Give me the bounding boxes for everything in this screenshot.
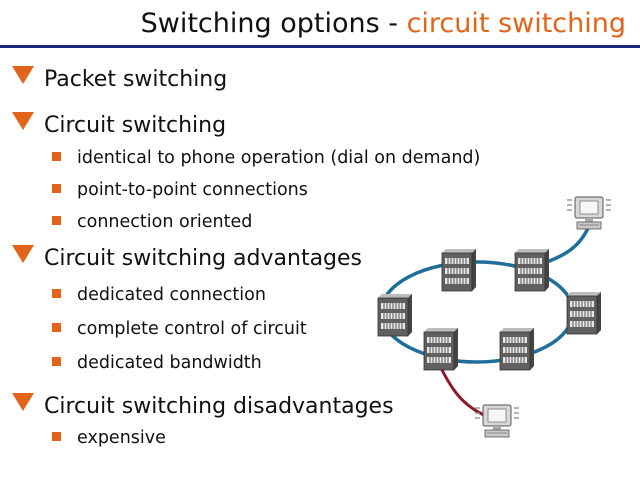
title-divider (0, 45, 640, 48)
triangle-bullet-icon (12, 66, 34, 84)
square-bullet-icon (52, 323, 61, 332)
square-bullet-icon (52, 184, 61, 193)
switch-icon (441, 248, 477, 292)
sub-bullet: connection oriented (52, 212, 252, 232)
switch-icon (377, 293, 413, 337)
triangle-bullet-icon (12, 393, 34, 411)
sub-bullet: point-to-point connections (52, 180, 308, 200)
sub-bullet: complete control of circuit (52, 319, 307, 339)
switch-icon (423, 327, 459, 371)
sub-bullet: dedicated connection (52, 285, 266, 305)
bullet-heading-advantages: Circuit switching advantages (12, 245, 362, 271)
square-bullet-icon (52, 152, 61, 161)
sub-bullet: expensive (52, 428, 166, 448)
sub-bullet: identical to phone operation (dial on de… (52, 148, 480, 168)
computer-icon (566, 196, 612, 230)
bullet-heading-packet-switching: Packet switching (12, 66, 227, 92)
bullet-heading-circuit-switching: Circuit switching (12, 112, 226, 138)
square-bullet-icon (52, 432, 61, 441)
slide-title: Switching options - circuit switching (141, 8, 626, 39)
title-main: Switching options - (140, 8, 407, 39)
triangle-bullet-icon (12, 245, 34, 263)
sub-bullet: dedicated bandwidth (52, 353, 262, 373)
switch-icon (514, 248, 550, 292)
switch-icon (499, 327, 535, 371)
bullet-heading-disadvantages: Circuit switching disadvantages (12, 393, 394, 419)
switch-icon (566, 291, 602, 335)
triangle-bullet-icon (12, 112, 34, 130)
square-bullet-icon (52, 216, 61, 225)
square-bullet-icon (52, 289, 61, 298)
title-accent: circuit switching (406, 8, 626, 39)
square-bullet-icon (52, 357, 61, 366)
computer-icon (474, 404, 520, 438)
